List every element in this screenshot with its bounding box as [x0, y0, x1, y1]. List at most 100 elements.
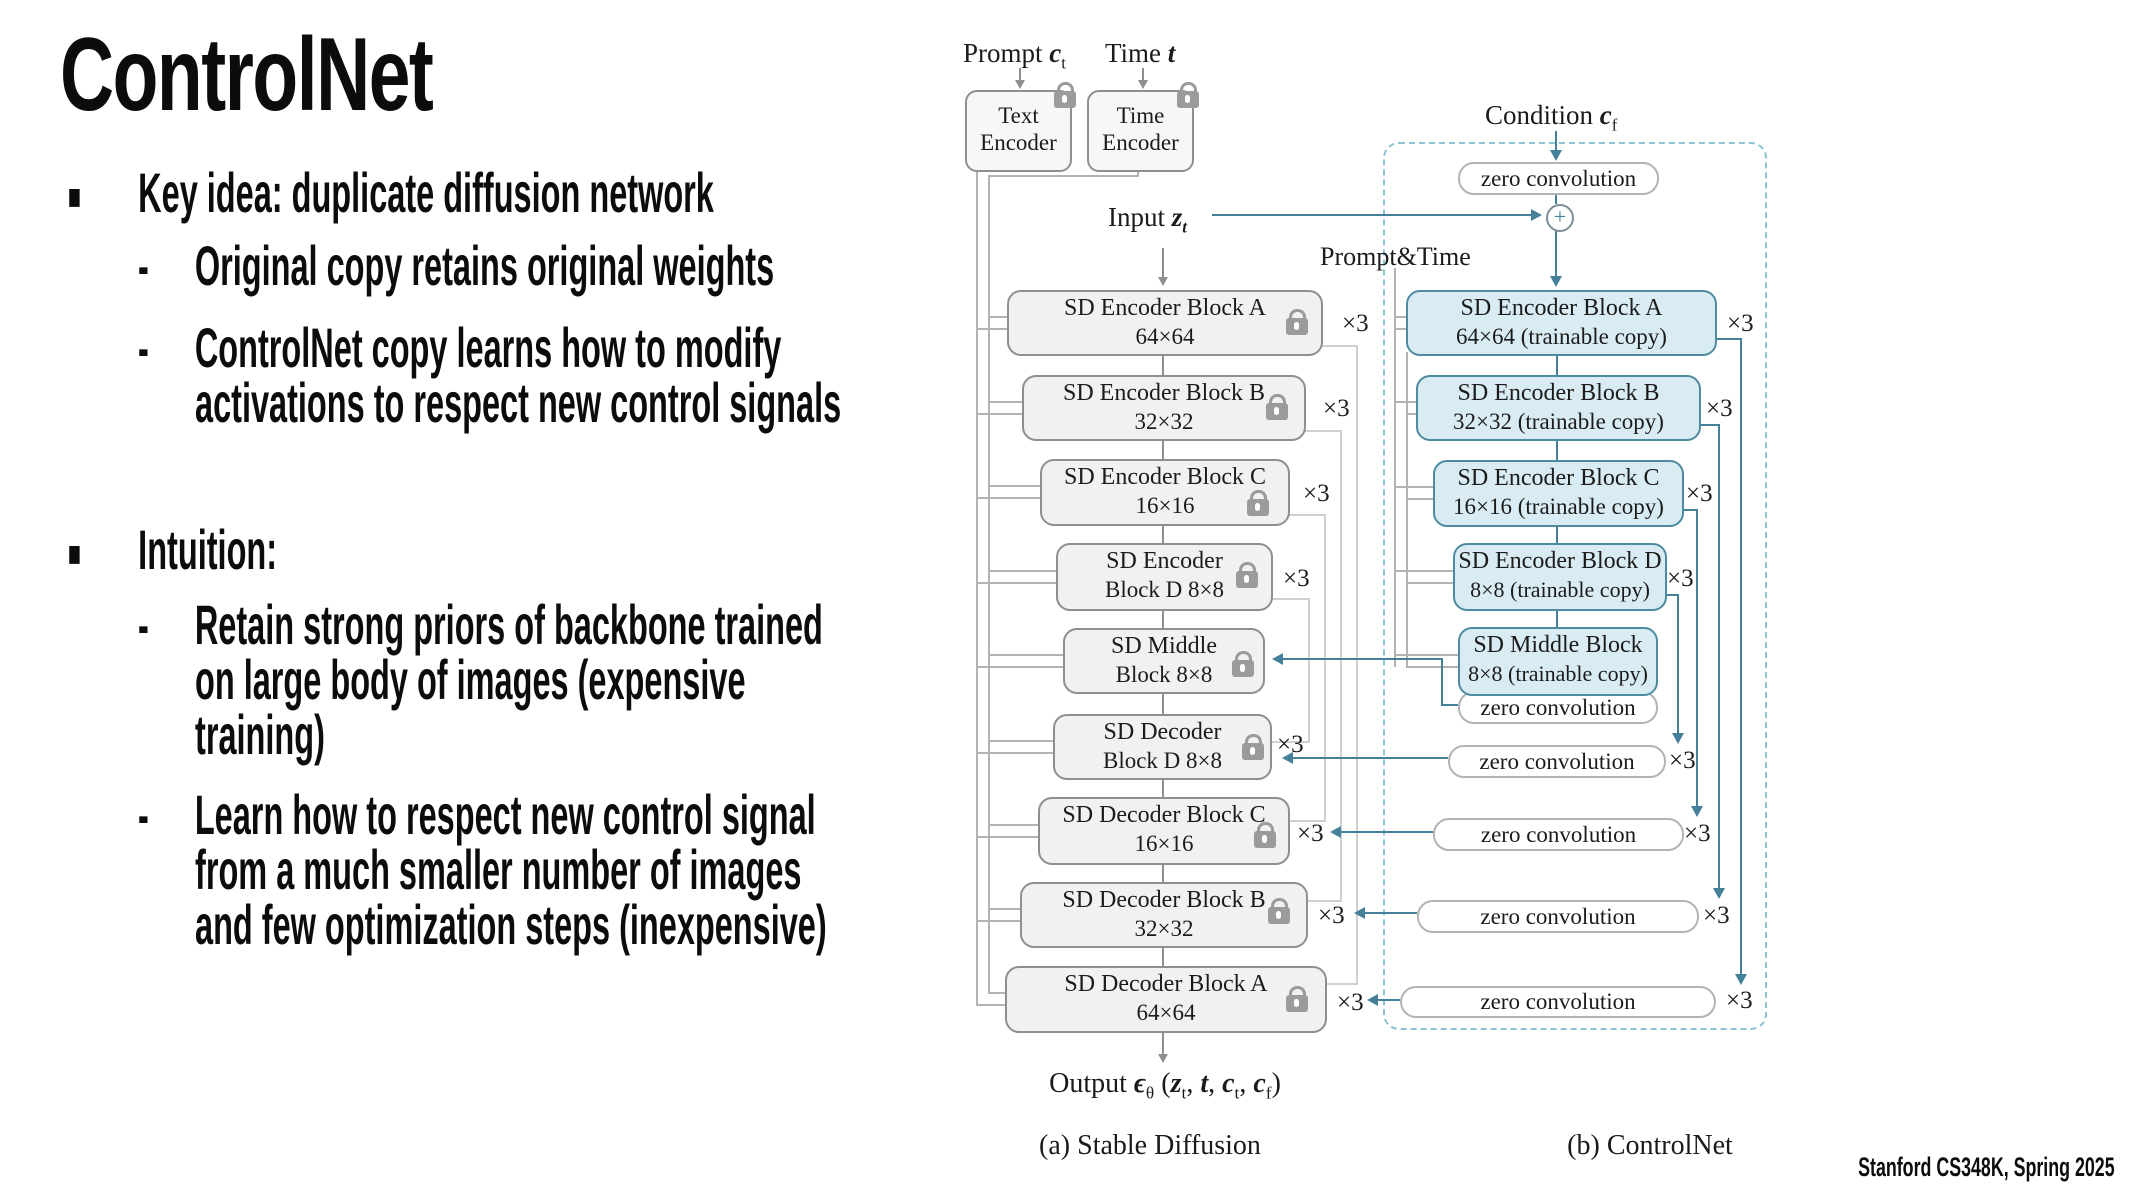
lock-icon: [1232, 651, 1254, 677]
connector-line: [1162, 607, 1164, 628]
sub-bullet-text: Retain strong priors of backbone trained: [194, 593, 823, 656]
connector-line: [1441, 704, 1458, 706]
stub-line: [976, 836, 1039, 838]
arrow-head: [1330, 826, 1341, 838]
connector-line: [1137, 168, 1139, 176]
skip-line: [1324, 514, 1326, 820]
dash-icon: -: [138, 593, 149, 656]
stub-line: [988, 570, 1057, 572]
stub-line: [1394, 328, 1408, 330]
input-arrow-line: [1212, 214, 1532, 216]
connector-line: [1697, 424, 1719, 426]
skip-line: [1340, 430, 1342, 900]
connector-line: [1373, 999, 1400, 1001]
connector-line: [1556, 607, 1558, 627]
stub-line: [976, 497, 1041, 499]
skip-line: [1356, 345, 1358, 983]
times3-label: ×3: [1727, 310, 1754, 337]
stub-line: [1406, 413, 1418, 415]
lock-icon: [1286, 309, 1308, 335]
stub-line: [988, 740, 1054, 742]
connector-line: [1677, 594, 1679, 734]
connector-line: [1142, 68, 1144, 81]
prompt-time-label: Prompt&Time: [1320, 242, 1471, 271]
stub-line: [988, 654, 1064, 656]
page-title: ControlNet: [60, 17, 434, 133]
sub-bullet-text: ControlNet copy learns how to modify: [194, 316, 782, 379]
course-footer: Stanford CS348K, Spring 2025: [1858, 1152, 2115, 1182]
times3-label: ×3: [1667, 565, 1694, 592]
skip-line: [1319, 345, 1357, 347]
sub-bullet-text-line: and few optimization steps (inexpensive): [195, 893, 827, 956]
lock-icon: [1236, 562, 1258, 588]
arrow-head: [1531, 209, 1542, 221]
times3-label: ×3: [1303, 480, 1330, 507]
times3-label: ×3: [1684, 820, 1711, 847]
stub-line: [1406, 666, 1460, 668]
sub-bullet-text-line: from a much smaller number of images: [195, 838, 802, 901]
sub-bullet-text: Learn how to respect new control signal: [194, 783, 816, 846]
bullet-square-icon: ■: [68, 533, 81, 574]
connector-line: [988, 175, 1139, 177]
connector-line: [1162, 690, 1164, 714]
stub-line: [988, 316, 1008, 318]
bullet-intuition: ■Intuition:: [68, 522, 277, 585]
arrow-head: [1158, 277, 1168, 286]
stub-line: [976, 1004, 1006, 1006]
stub-line: [988, 992, 1006, 994]
bullet-square-icon: ■: [68, 176, 81, 217]
connector-line: [1019, 68, 1021, 81]
skip-line: [1269, 598, 1310, 600]
times3-label: ×3: [1686, 480, 1713, 507]
time-label: Time t: [1105, 38, 1176, 68]
connector-line: [1696, 509, 1698, 807]
lock-icon: [1242, 734, 1264, 760]
stub-line: [1394, 486, 1435, 488]
stub-line: [976, 666, 1064, 668]
connector-line: [1162, 522, 1164, 543]
sub-bullet-controlnet-copy: -ControlNet copy learns how to modify: [138, 320, 781, 376]
condition-arrow-line: [1555, 131, 1557, 153]
stub-line: [976, 920, 1021, 922]
connector-line: [1663, 594, 1679, 596]
lock-icon: [1286, 986, 1308, 1012]
lock-icon: [1266, 394, 1288, 420]
lock-icon: [1254, 822, 1276, 848]
caption-stable-diffusion: (a) Stable Diffusion: [1039, 1130, 1261, 1161]
stub-line: [988, 401, 1023, 403]
times3-label: ×3: [1726, 987, 1753, 1014]
stub-line: [976, 328, 1008, 330]
dash-icon: -: [138, 783, 149, 846]
arrow-head: [1713, 888, 1725, 899]
connector-line: [1713, 338, 1741, 340]
stub-line: [1394, 570, 1455, 572]
sub-bullet-original-copy: -Original copy retains original weights: [138, 238, 774, 294]
connector-line: [1680, 509, 1697, 511]
stub-line: [988, 485, 1041, 487]
stub-line: [1394, 316, 1408, 318]
sub-bullet-text: Original copy retains original weights: [194, 234, 775, 297]
zero-convolution-c: zero convolution: [1433, 818, 1684, 851]
skip-line: [1302, 430, 1342, 432]
arrow-head: [1158, 1054, 1168, 1063]
times3-label: ×3: [1706, 395, 1733, 422]
connector-line: [1360, 912, 1417, 914]
zero-convolution-b: zero convolution: [1417, 900, 1699, 933]
connector-line: [1162, 776, 1164, 797]
connector-line: [1556, 437, 1558, 460]
arrow-head: [1015, 80, 1025, 89]
connector-line: [1278, 658, 1443, 660]
skip-line: [1308, 598, 1310, 741]
times3-label: ×3: [1337, 989, 1364, 1016]
